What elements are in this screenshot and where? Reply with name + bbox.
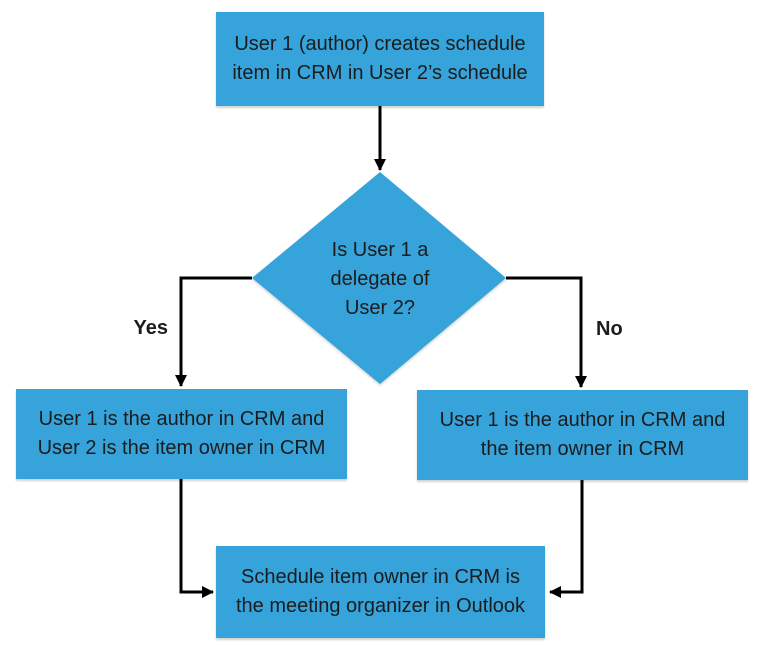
no-result-node-text: User 1 is the author in CRM and the item… (439, 409, 726, 460)
yes-result-node-text: User 1 is the author in CRM and User 2 i… (37, 408, 326, 459)
decision-node-text: Is User 1 a delegate of User 2? (330, 239, 430, 319)
end-node: Schedule item owner in CRM is the meetin… (216, 546, 545, 638)
no-branch-label: No (596, 318, 623, 340)
yes-branch-label: Yes (133, 317, 168, 339)
no-result-node: User 1 is the author in CRM and the item… (417, 390, 748, 480)
end-node-text: Schedule item owner in CRM is the meetin… (235, 566, 526, 617)
start-node-text: User 1 (author) creates schedule item in… (232, 33, 528, 84)
connector-decision-to-yes-result (175, 276, 252, 387)
start-node: User 1 (author) creates schedule item in… (216, 12, 544, 106)
connector-yes-result-to-end (179, 479, 214, 598)
connector-no-result-to-end (549, 480, 584, 598)
yes-result-node: User 1 is the author in CRM and User 2 i… (16, 389, 347, 479)
decision-diamond (252, 172, 506, 384)
connector-decision-to-no-result (506, 276, 587, 388)
